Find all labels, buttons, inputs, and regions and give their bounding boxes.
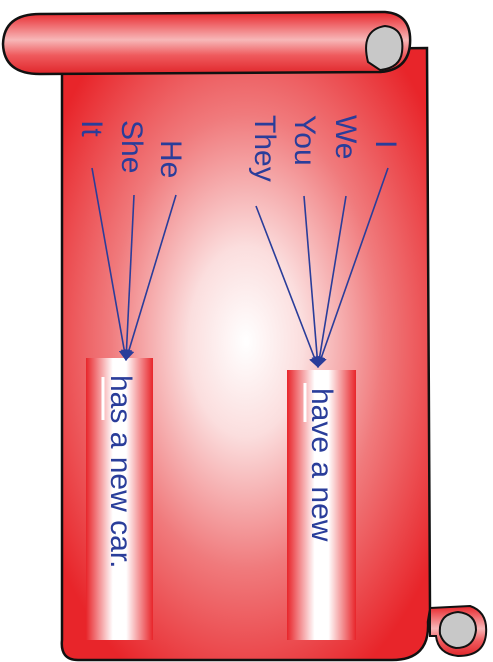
right-arrows: [255, 167, 389, 369]
arrow-we: [314, 195, 347, 369]
pronoun-she: She: [115, 120, 148, 173]
arrow-they: [255, 205, 320, 369]
sentence-left: has a new car.: [104, 375, 137, 568]
sentence-box-left: [86, 358, 153, 640]
pronoun-we: We: [329, 115, 362, 159]
sentence-right: have a new: [305, 388, 338, 542]
scroll-top-roll: [1, 10, 412, 76]
arrow-she: [120, 194, 135, 362]
left-arrows: [91, 167, 177, 362]
pronoun-they: They: [248, 115, 281, 182]
arrow-i: [316, 167, 389, 369]
bottom-curl-inner: [438, 610, 478, 650]
arrow-you: [303, 195, 323, 369]
arrow-it: [91, 167, 130, 362]
pronoun-i: I: [369, 140, 402, 148]
sentence-box-right: [287, 370, 356, 640]
top-curl: [365, 24, 404, 72]
pronoun-you: You: [288, 115, 321, 166]
pronoun-he: He: [154, 140, 187, 178]
arrow-he: [123, 194, 177, 362]
pronoun-it: It: [75, 120, 108, 137]
